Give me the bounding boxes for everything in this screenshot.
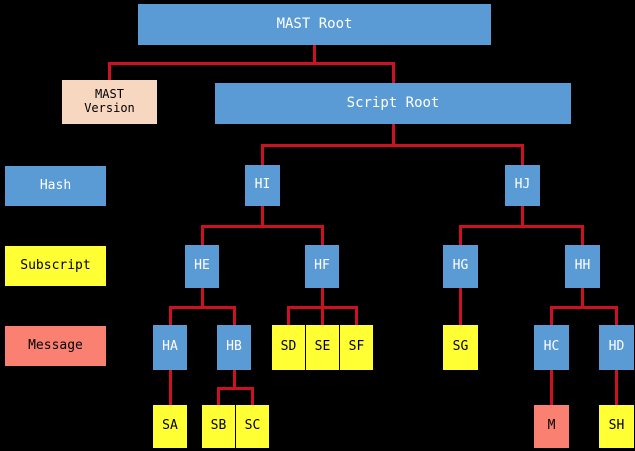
edge-drop-SE [321, 307, 324, 325]
edge-drop-HJ [521, 145, 524, 165]
edge-stem-HJ [521, 206, 524, 226]
legend-item-hash: Hash [5, 166, 106, 206]
node-sh: SH [599, 405, 634, 448]
edge-drop-script-root [392, 63, 395, 83]
edge-stem-script-root [392, 124, 395, 145]
edge-bar-script-root [261, 144, 524, 147]
node-hg: HG [443, 245, 478, 288]
node-script-root: Script Root [215, 83, 571, 124]
edge-HA-SA [169, 370, 172, 405]
node-sb: SB [202, 405, 235, 448]
edge-bar-HJ [459, 225, 584, 228]
node-hj: HJ [505, 165, 540, 206]
edge-drop-SF [355, 307, 358, 325]
node-sc: SC [236, 405, 269, 448]
edge-drop-HG [459, 226, 462, 245]
edge-stem-HF [321, 288, 324, 307]
edge-drop-SC [251, 388, 254, 405]
node-sg: SG [443, 325, 478, 370]
edge-drop-HF [321, 226, 324, 245]
edge-drop-HC [550, 307, 553, 325]
edge-HG-SG [459, 288, 462, 325]
edge-bar-HH [550, 306, 618, 309]
edge-drop-HA [169, 307, 172, 325]
node-hh: HH [565, 245, 600, 288]
edge-drop-SD [287, 307, 290, 325]
edge-HC-M [550, 370, 553, 405]
node-sd: SD [272, 325, 305, 370]
node-se: SE [306, 325, 339, 370]
edge-drop-mast-version [108, 63, 111, 80]
legend-item-message: Message [5, 326, 106, 366]
edge-bar-HI [201, 225, 324, 228]
legend-item-subscript: Subscript [5, 246, 106, 286]
edge-drop-HH [581, 226, 584, 245]
edge-drop-HI [261, 145, 264, 165]
edge-drop-SB [217, 388, 220, 405]
node-ha: HA [153, 325, 187, 370]
edge-drop-HE [201, 226, 204, 245]
edge-stem-mast-root [313, 45, 316, 63]
node-hd: HD [599, 325, 634, 370]
edge-stem-HI [261, 206, 264, 226]
node-hf: HF [305, 245, 339, 288]
edge-bar-mast-root [108, 62, 395, 65]
node-m: M [534, 405, 569, 448]
node-hi: HI [245, 165, 280, 206]
node-hc: HC [534, 325, 569, 370]
edge-stem-HB [233, 370, 236, 388]
node-sa: SA [153, 405, 187, 448]
node-mast-version: MAST Version [62, 80, 157, 124]
edge-bar-HE [169, 306, 236, 309]
node-mast-root: MAST Root [138, 4, 491, 45]
edge-bar-HB [217, 387, 254, 390]
node-sf: SF [340, 325, 373, 370]
edge-drop-HD [615, 307, 618, 325]
edge-HD-SH [615, 370, 618, 405]
node-he: HE [185, 245, 219, 288]
edge-stem-HE [201, 288, 204, 307]
node-hb: HB [217, 325, 251, 370]
edge-stem-HH [581, 288, 584, 307]
edge-drop-HB [233, 307, 236, 325]
